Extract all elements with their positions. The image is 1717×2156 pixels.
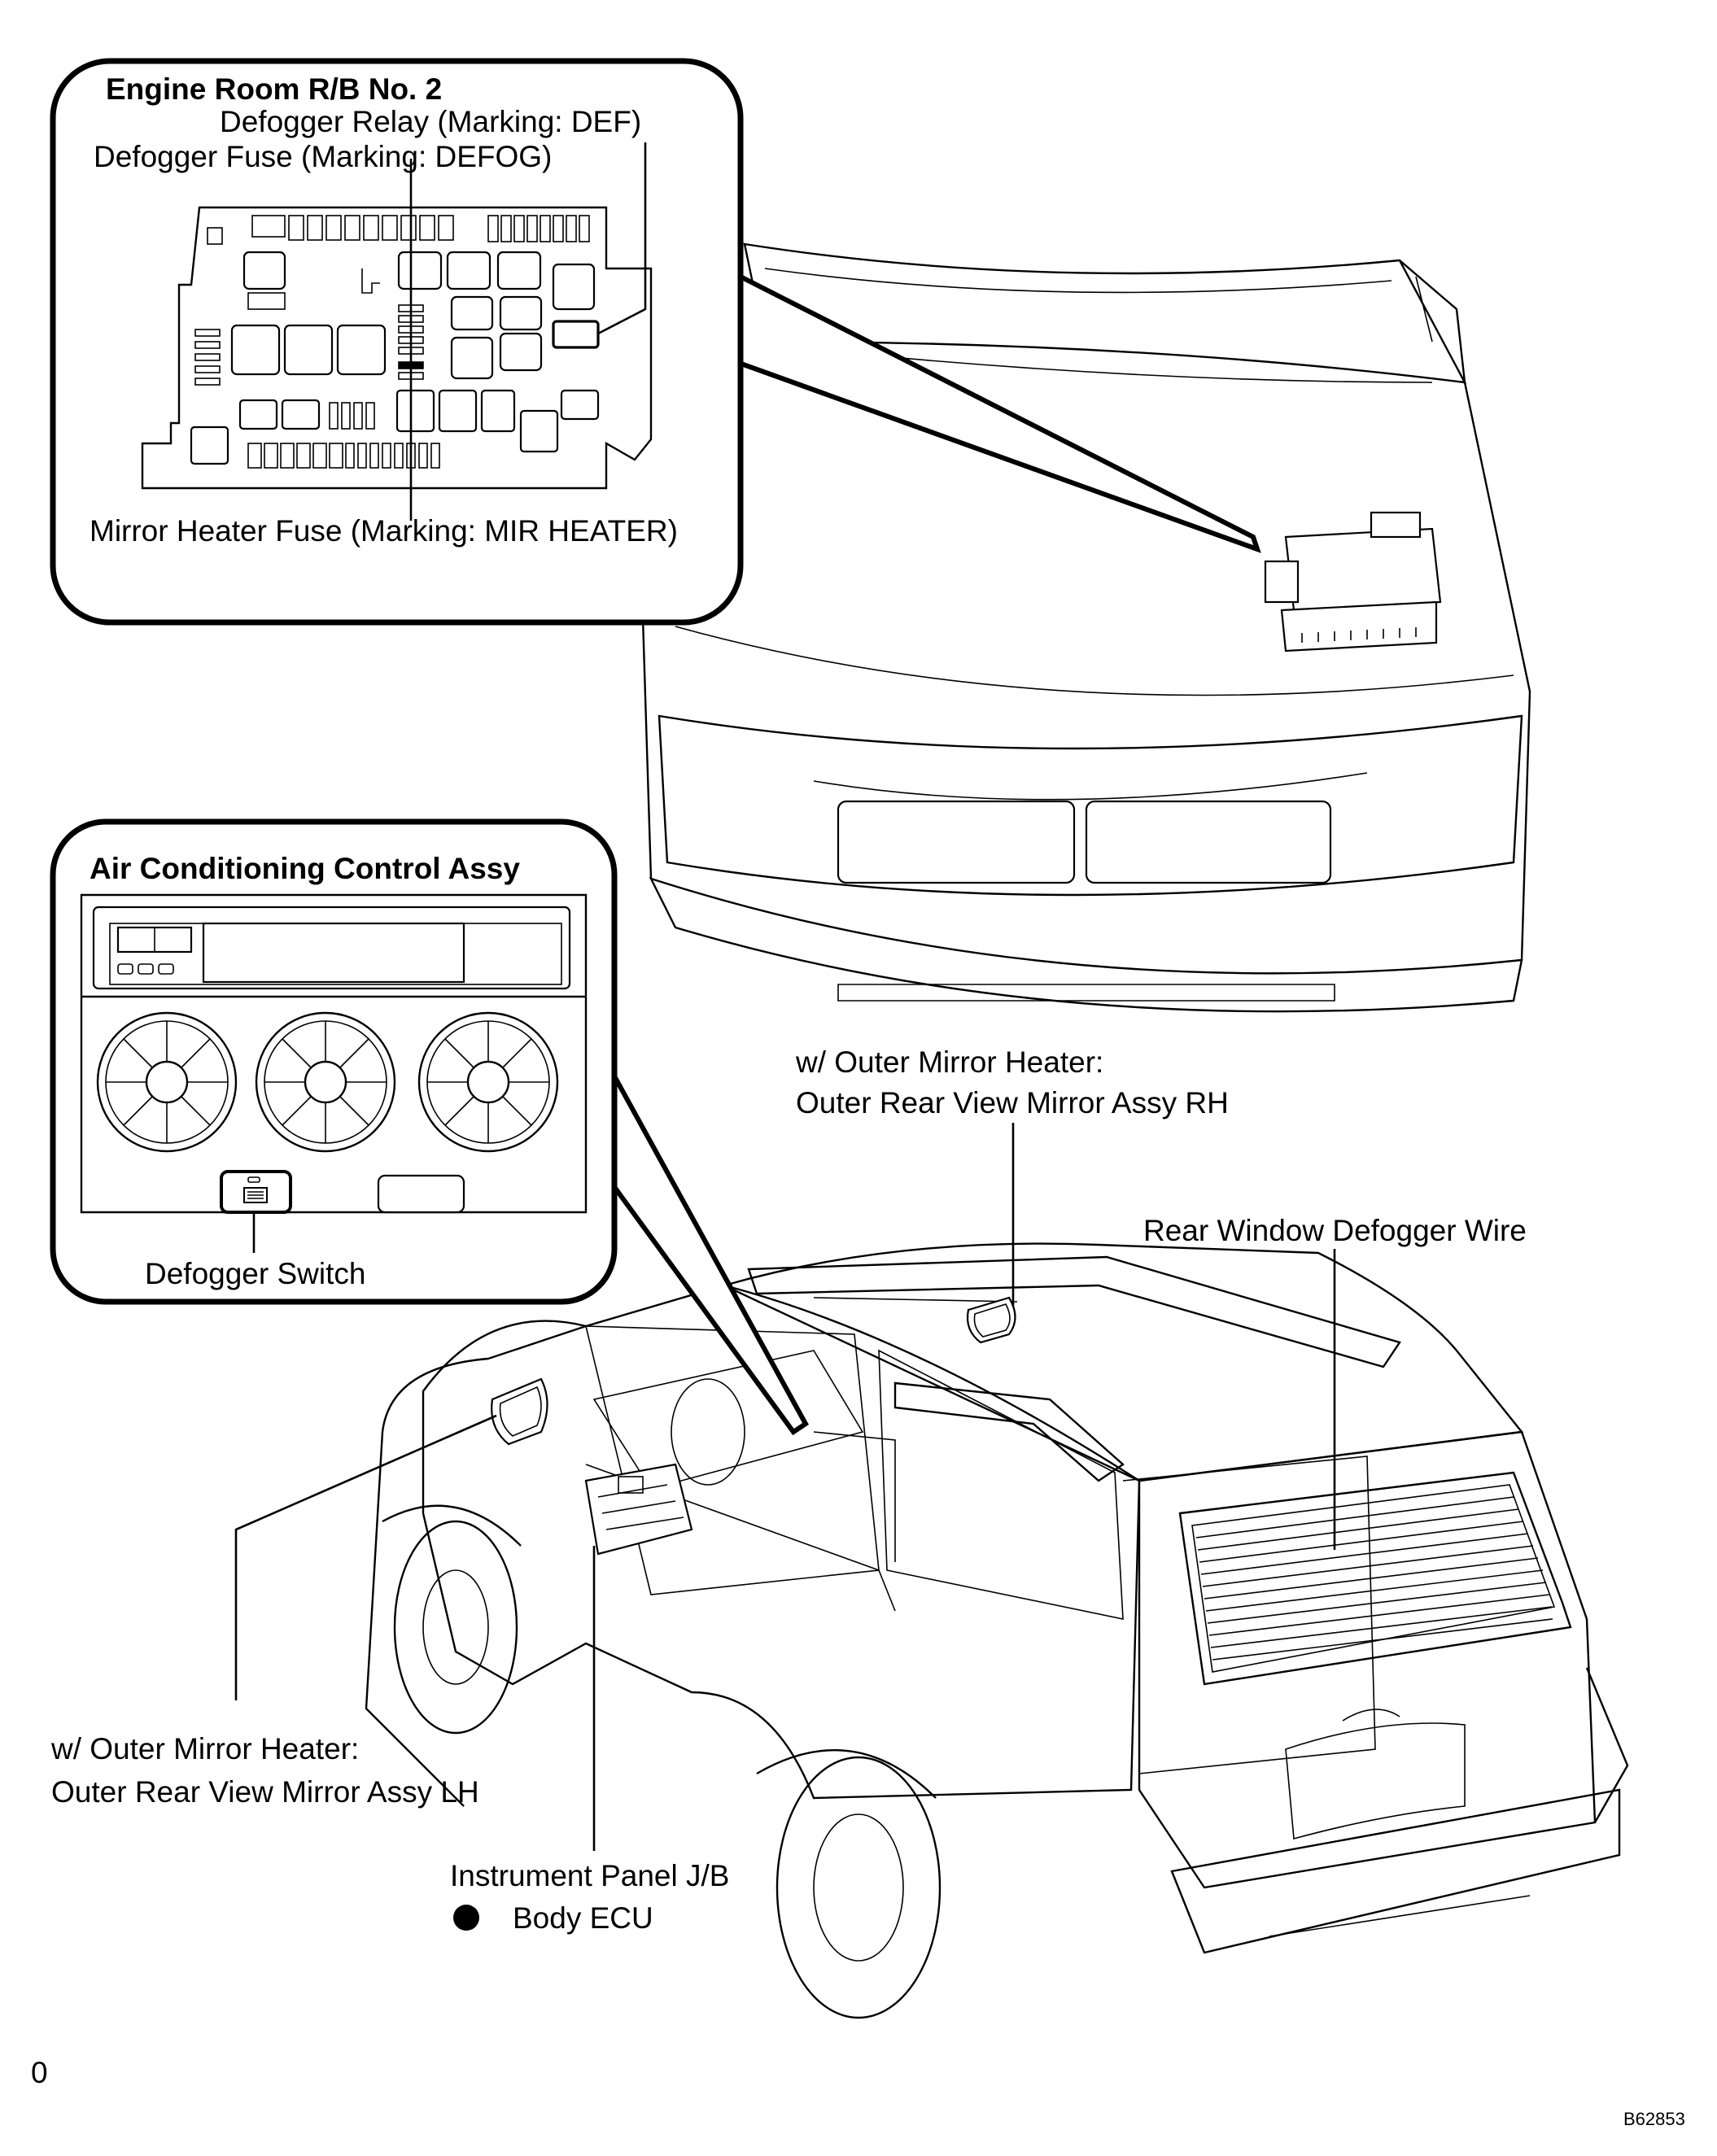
defogger-fuse-label: Defogger Fuse (Marking: DEFOG) <box>94 140 552 173</box>
page-mark: 0 <box>31 2056 48 2089</box>
rh-mirror-label-line1: w/ Outer Mirror Heater: <box>795 1045 1103 1079</box>
instrument-panel-jb-label: Instrument Panel J/B <box>450 1859 729 1892</box>
mirror-heater-fuse-label: Mirror Heater Fuse (Marking: MIR HEATER) <box>90 514 678 548</box>
engine-room-title: Engine Room R/B No. 2 <box>106 72 442 106</box>
body-ecu-label: Body ECU <box>513 1901 653 1935</box>
defogger-switch-label: Defogger Switch <box>145 1257 365 1290</box>
ac-control-inset: Air Conditioning Control Assy Defogger S… <box>50 818 618 1305</box>
outer-mirror-lh <box>491 1377 548 1446</box>
body-ecu-bullet <box>453 1905 479 1931</box>
defogger-relay-label: Defogger Relay (Marking: DEF) <box>220 105 641 138</box>
engine-callout-wedge <box>729 268 1261 553</box>
vehicle-illustration <box>365 1242 1629 2019</box>
instrument-panel-jb <box>584 1463 693 1556</box>
lh-mirror-leader <box>234 1414 497 1700</box>
lh-mirror-label-line2: Outer Rear View Mirror Assy LH <box>51 1775 479 1809</box>
ac-dials <box>96 1011 559 1153</box>
lh-mirror-label-line1: w/ Outer Mirror Heater: <box>50 1732 359 1765</box>
engine-room-rb-inset: Engine Room R/B No. 2 Defogger Relay (Ma… <box>50 58 744 626</box>
rear-window-defogger-grid <box>1195 1496 1553 1661</box>
outer-mirror-rh <box>966 1296 1016 1344</box>
defogger-switch <box>220 1170 292 1214</box>
ac-control-title: Air Conditioning Control Assy <box>90 852 520 885</box>
rh-mirror-label-line2: Outer Rear View Mirror Assy RH <box>796 1086 1229 1119</box>
engine-compartment-illustration <box>641 242 1531 1013</box>
rear-defogger-wire-label: Rear Window Defogger Wire <box>1143 1214 1527 1247</box>
engine-room-relay-block <box>1264 511 1442 652</box>
figure-code: B62853 <box>1623 2109 1685 2129</box>
